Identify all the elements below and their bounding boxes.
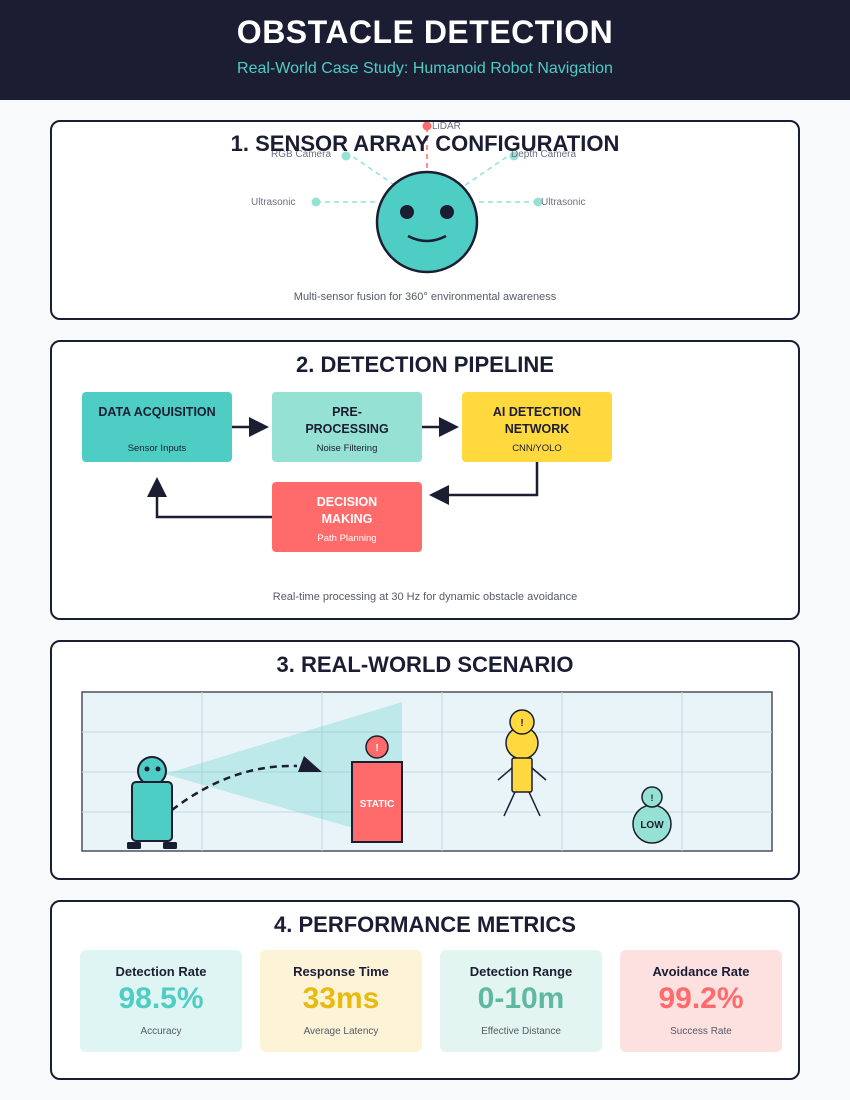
metric-subtitle: Accuracy (140, 1026, 182, 1037)
ultrasonic-left-dot (311, 197, 321, 207)
pipeline-step-data-acquisition: DATA ACQUISITION Sensor Inputs (82, 392, 232, 462)
performance-metrics-panel: 4. PERFORMANCE METRICS Detection Rate 98… (50, 900, 800, 1080)
arrow-decision-to-acquisition (147, 477, 272, 519)
metric-label: Detection Rate (115, 964, 207, 979)
metric-card-detection-rate: Detection Rate 98.5% Accuracy (80, 950, 242, 1052)
static-obstacle: STATIC (351, 761, 403, 843)
static-alert-icon: ! (365, 735, 389, 759)
pipeline-step-subtitle: CNN/YOLO (512, 443, 562, 454)
sensor-array-panel: LiDAR RGB Camera Depth Camera Ultrasonic… (50, 120, 800, 320)
planned-path (171, 764, 298, 811)
detection-field-of-view (165, 702, 402, 842)
low-obstacle: LOW (632, 804, 672, 844)
page-header: OBSTACLE DETECTION Real-World Case Study… (0, 0, 850, 100)
pipeline-step-subtitle: Noise Filtering (316, 443, 378, 454)
pipeline-caption: Real-time processing at 30 Hz for dynami… (272, 591, 578, 603)
static-obstacle-label: STATIC (360, 799, 395, 810)
metric-subtitle: Success Rate (670, 1026, 732, 1037)
rgb-camera-link (345, 151, 403, 191)
robot-icon (127, 756, 177, 849)
ultrasonic-right-label: Ultrasonic (541, 197, 585, 208)
scenario-scene: STATIC ! ! LOW ! (81, 691, 773, 852)
pipeline-step-title: DECISION MAKING (316, 495, 378, 526)
metric-subtitle: Effective Distance (481, 1026, 561, 1037)
sensor-array-diagram: LiDAR RGB Camera Depth Camera Ultrasonic… (251, 122, 585, 274)
metric-subtitle: Average Latency (303, 1026, 379, 1037)
arrow-ai-to-decision (429, 462, 539, 505)
depth-camera-link (457, 151, 515, 191)
page-subtitle: Real-World Case Study: Humanoid Robot Na… (237, 60, 613, 77)
metric-label: Avoidance Rate (652, 964, 750, 979)
person-alert-icon: ! (509, 709, 535, 735)
section-title-sensor: 1. SENSOR ARRAY CONFIGURATION (230, 131, 620, 156)
metric-value: 33ms (302, 982, 380, 1015)
sensor-caption: Multi-sensor fusion for 360° environment… (293, 291, 557, 303)
person-obstacle-icon (497, 726, 547, 817)
pipeline-step-title: AI DETECTION NETWORK (492, 405, 582, 436)
depth-camera-dot (509, 151, 519, 161)
section-title-scenario: 3. REAL-WORLD SCENARIO (276, 652, 574, 677)
metric-label: Response Time (293, 964, 389, 979)
svg-text:!: ! (520, 718, 523, 729)
svg-text:!: ! (651, 793, 654, 803)
pipeline-step-title: DATA ACQUISITION (98, 405, 216, 419)
section-title-pipeline: 2. DETECTION PIPELINE (296, 352, 554, 377)
metric-card-response-time: Response Time 33ms Average Latency (260, 950, 422, 1052)
pipeline-step-preprocessing: PRE-PROCESSING Noise Filtering (272, 392, 422, 462)
lidar-dot (422, 122, 432, 131)
low-alert-icon: ! (641, 786, 663, 808)
pipeline-step-title: PRE-PROCESSING (305, 405, 389, 436)
metric-card-detection-range: Detection Range 0-10m Effective Distance (440, 950, 602, 1052)
pipeline-arrows (147, 417, 539, 519)
low-obstacle-label: LOW (640, 820, 664, 831)
section-title-metrics: 4. PERFORMANCE METRICS (274, 912, 576, 937)
planned-path-arrowhead (298, 756, 322, 772)
svg-text:!: ! (375, 743, 378, 754)
rgb-camera-dot (341, 151, 351, 161)
metric-value: 99.2% (658, 982, 744, 1015)
metric-value: 98.5% (118, 982, 204, 1015)
ultrasonic-right-dot (533, 197, 543, 207)
pipeline-step-ai-detection: AI DETECTION NETWORK CNN/YOLO (462, 392, 612, 462)
pipeline-step-decision-making: DECISION MAKING Path Planning (272, 482, 422, 552)
page-title: OBSTACLE DETECTION (236, 14, 614, 50)
real-world-scenario-panel: 3. REAL-WORLD SCENARIO STATIC (50, 640, 800, 880)
robot-head-icon (375, 170, 479, 274)
ultrasonic-left-label: Ultrasonic (251, 197, 295, 208)
pipeline-step-subtitle: Path Planning (317, 533, 377, 544)
pipeline-step-subtitle: Sensor Inputs (127, 443, 187, 454)
detection-pipeline-panel: 2. DETECTION PIPELINE DATA ACQUISITION S… (50, 340, 800, 620)
metric-card-avoidance-rate: Avoidance Rate 99.2% Success Rate (620, 950, 782, 1052)
lidar-label: LiDAR (432, 122, 461, 132)
depth-camera-label: Depth Camera (511, 149, 576, 160)
rgb-camera-label: RGB Camera (271, 149, 331, 160)
metric-label: Detection Range (469, 964, 573, 979)
metric-value: 0-10m (477, 982, 565, 1015)
